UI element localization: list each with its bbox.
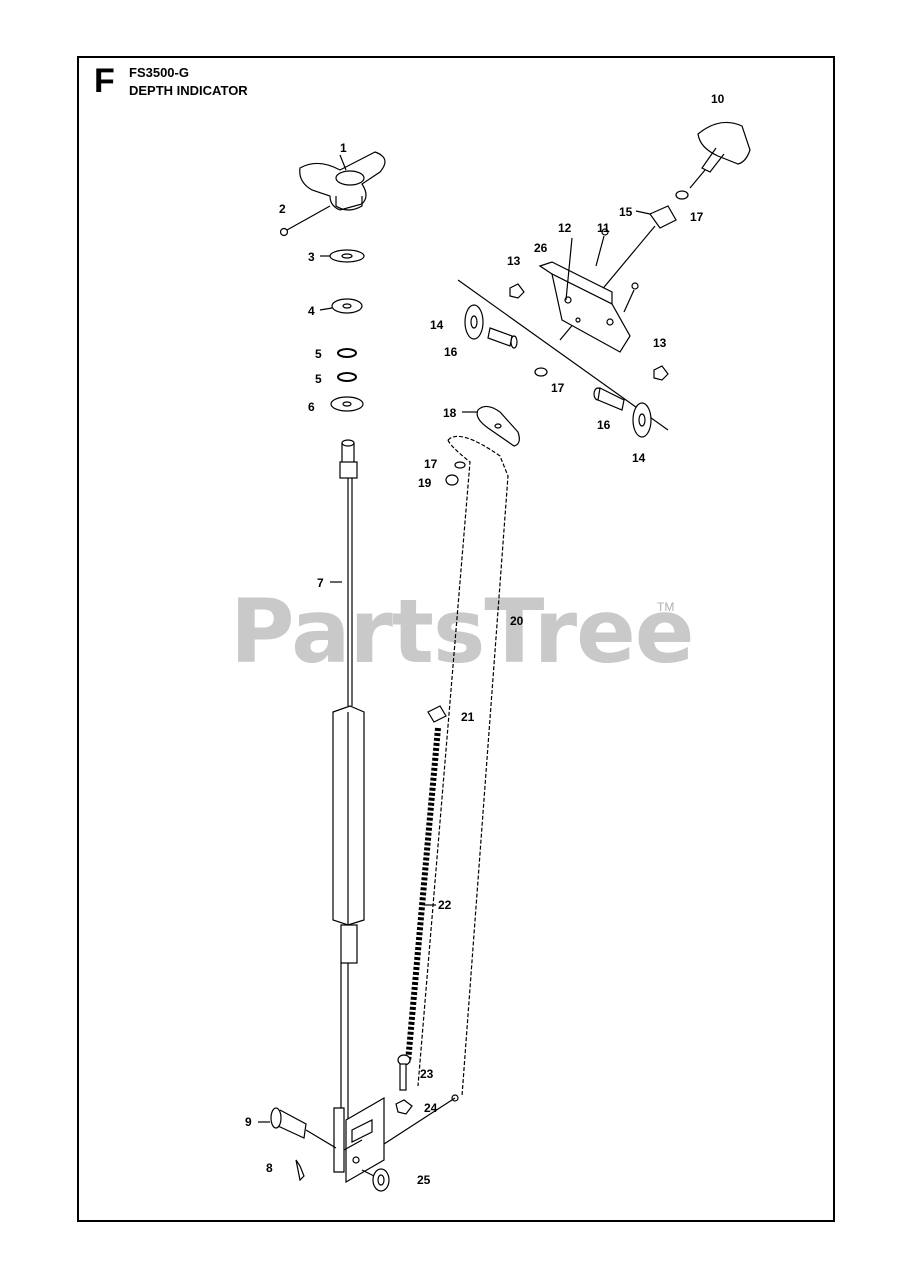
part-25-bracket[interactable] — [333, 1096, 385, 1184]
model-number: FS3500-G — [129, 65, 189, 80]
callout-3[interactable]: 3 — [308, 250, 315, 264]
callout-14-right[interactable]: 14 — [632, 451, 646, 465]
part-26-bracket[interactable] — [538, 261, 631, 353]
callout-14-left[interactable]: 14 — [430, 318, 444, 332]
callout-20[interactable]: 20 — [510, 614, 524, 628]
part-4-washer[interactable] — [331, 298, 363, 314]
callout-17-lower[interactable]: 17 — [424, 457, 438, 471]
part-2-screw[interactable] — [279, 205, 331, 237]
part-21-clamp[interactable] — [427, 705, 447, 723]
part-10-knob[interactable] — [689, 121, 751, 189]
diagram-frame — [77, 56, 835, 1222]
part-8-clip[interactable] — [295, 1159, 305, 1182]
callout-19[interactable]: 19 — [418, 476, 432, 490]
callout-21[interactable]: 21 — [461, 710, 475, 724]
leader-15 — [635, 210, 651, 215]
part-13-nut-left[interactable] — [509, 283, 525, 299]
callout-4[interactable]: 4 — [308, 304, 315, 318]
part-15-bushing[interactable] — [649, 205, 677, 229]
callout-5-lower[interactable]: 5 — [315, 372, 322, 386]
leader-4 — [319, 307, 333, 311]
callout-5-upper[interactable]: 5 — [315, 347, 322, 361]
watermark-trademark: TM — [657, 600, 675, 614]
part-7-rod[interactable] — [332, 439, 365, 1128]
part-17-washer-lower[interactable] — [454, 461, 466, 469]
callout-17-mid[interactable]: 17 — [551, 381, 565, 395]
part-23-pin[interactable] — [397, 1054, 411, 1091]
callout-25[interactable]: 25 — [417, 1173, 431, 1187]
callout-15[interactable]: 15 — [619, 205, 633, 219]
part-25-washer[interactable] — [361, 1168, 390, 1192]
section-letter: F — [94, 62, 115, 100]
callout-13-right[interactable]: 13 — [653, 336, 667, 350]
watermark: PartsTree — [230, 580, 694, 683]
leader-1 — [339, 154, 347, 171]
callout-24[interactable]: 24 — [424, 1101, 438, 1115]
callout-12[interactable]: 12 — [558, 221, 572, 235]
callout-6[interactable]: 6 — [308, 400, 315, 414]
callout-10[interactable]: 10 — [711, 92, 725, 106]
axis-line-2 — [457, 279, 669, 431]
part-14-pulley-right[interactable] — [632, 402, 652, 438]
leader-12 — [565, 237, 573, 301]
part-6-washer[interactable] — [330, 396, 364, 412]
part-5-o-ring-lower[interactable] — [337, 372, 357, 382]
callout-16-right[interactable]: 16 — [597, 418, 611, 432]
part-14-pulley-left[interactable] — [464, 304, 484, 340]
callout-11[interactable]: 11 — [597, 221, 610, 235]
part-5-o-ring-upper[interactable] — [337, 348, 357, 358]
callout-23[interactable]: 23 — [420, 1067, 434, 1081]
part-20-cable[interactable] — [383, 435, 509, 1145]
callout-22[interactable]: 22 — [438, 898, 452, 912]
part-18-disc[interactable] — [476, 405, 520, 447]
part-22-spring[interactable] — [405, 727, 441, 1063]
callout-8[interactable]: 8 — [266, 1161, 273, 1175]
callout-13-left[interactable]: 13 — [507, 254, 521, 268]
part-16-bolt-right[interactable] — [593, 387, 625, 411]
callout-9[interactable]: 9 — [245, 1115, 252, 1129]
part-17-washer-mid[interactable] — [534, 367, 548, 377]
callout-1[interactable]: 1 — [340, 141, 347, 155]
part-19-nut[interactable] — [445, 474, 459, 486]
part-17-washer-upper[interactable] — [675, 190, 689, 200]
part-11-screw[interactable] — [595, 228, 609, 267]
part-9-pin[interactable] — [270, 1107, 337, 1149]
callout-18[interactable]: 18 — [443, 406, 457, 420]
callout-2[interactable]: 2 — [279, 202, 286, 216]
callout-26[interactable]: 26 — [534, 241, 548, 255]
callout-17-upper[interactable]: 17 — [690, 210, 704, 224]
callout-7[interactable]: 7 — [317, 576, 324, 590]
callout-16-left[interactable]: 16 — [444, 345, 458, 359]
part-3-washer[interactable] — [329, 249, 365, 263]
part-16-bolt-left[interactable] — [487, 327, 518, 349]
part-1-knob[interactable] — [299, 151, 386, 211]
diagram-title: DEPTH INDICATOR — [129, 83, 248, 98]
part-12-screw[interactable] — [623, 282, 639, 313]
part-24-nut[interactable] — [395, 1099, 413, 1115]
part-13-nut-right[interactable] — [653, 365, 669, 381]
